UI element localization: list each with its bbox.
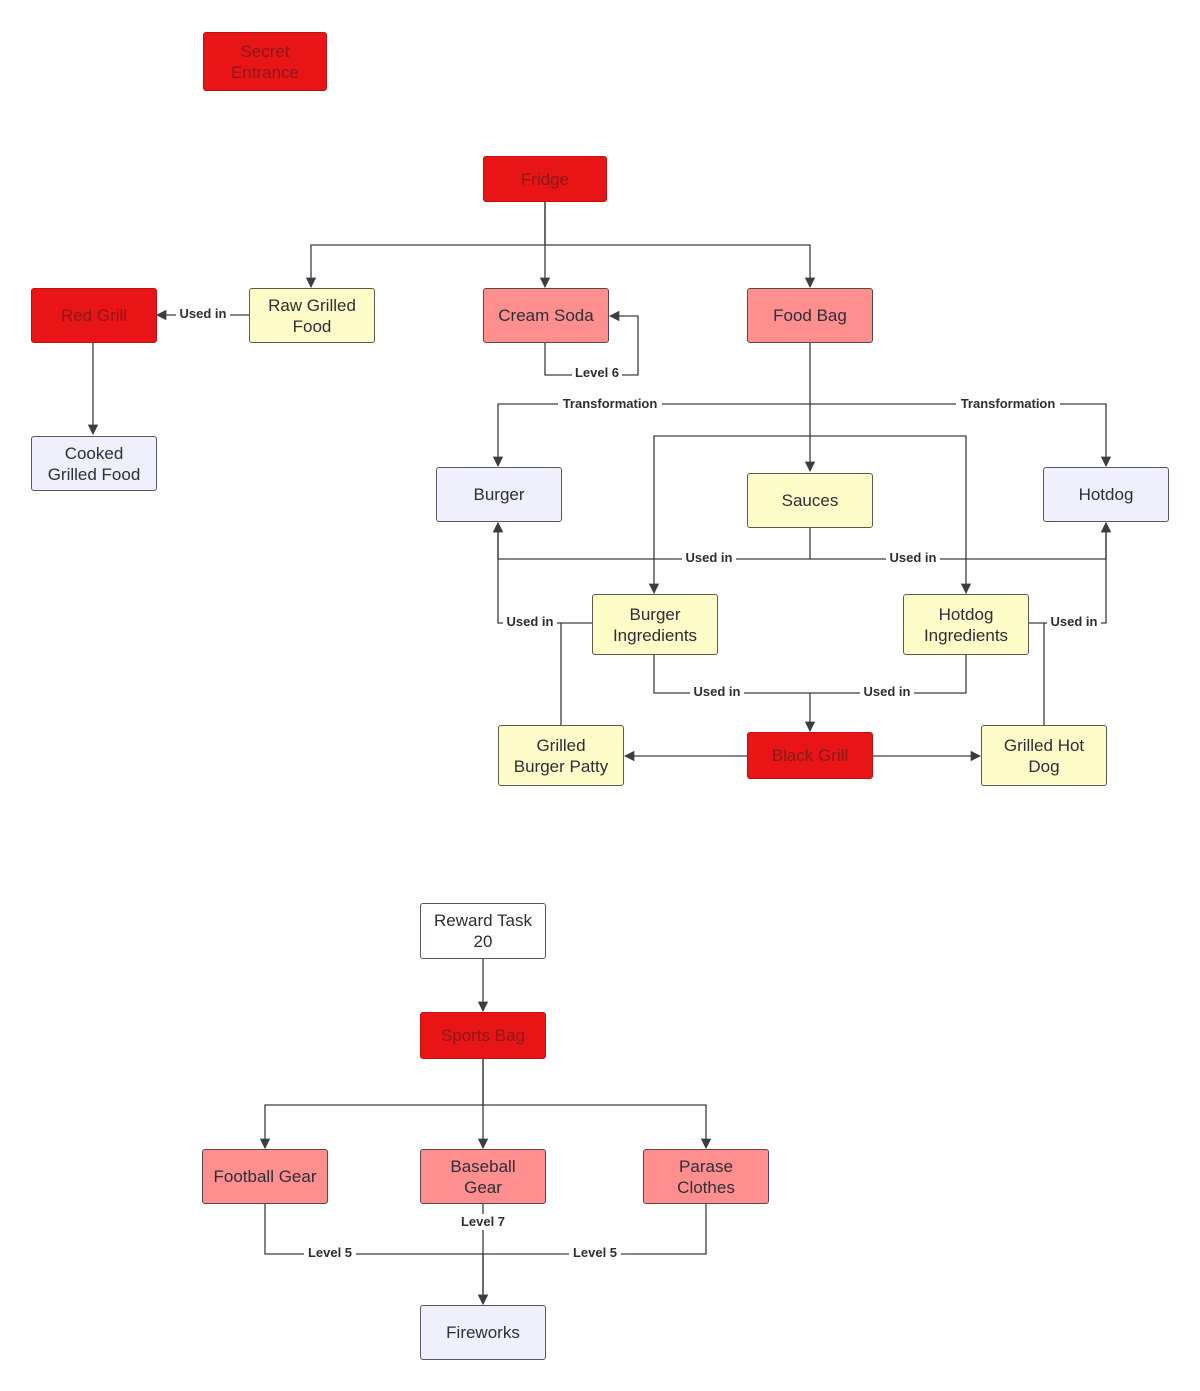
edge-label-used-in: Used in: [180, 306, 227, 321]
edge-parase-clothes-fireworks: [483, 1204, 707, 1255]
edge-sauces-hotdog: [810, 521, 1112, 560]
node-baseball-gear[interactable]: Baseball Gear: [420, 1149, 546, 1204]
edge-label-level-5-left: Level 5: [308, 1245, 352, 1260]
node-burger-ingredients[interactable]: Burger Ingredients: [592, 594, 718, 655]
edge-sports-bag-parase-clothes: [483, 1104, 712, 1150]
edge-hotdog-ingredients-hotdog: [1029, 521, 1112, 624]
edge-label-used-in-sauces-burger: Used in: [686, 550, 733, 565]
edge-food-bag-hotdog-ingredients: [810, 435, 972, 595]
node-sauces[interactable]: Sauces: [747, 473, 873, 528]
node-red-grill[interactable]: Red Grill: [31, 288, 157, 343]
node-black-grill[interactable]: Black Grill: [747, 732, 873, 779]
edge-label-used-in-black-grill-left: Used in: [694, 684, 741, 699]
node-football-gear[interactable]: Football Gear: [202, 1149, 328, 1204]
edge-label-level-5-right: Level 5: [573, 1245, 617, 1260]
edge-label-transformation-hotdog: Transformation: [961, 396, 1056, 411]
node-grilled-hot-dog[interactable]: Grilled Hot Dog: [981, 725, 1107, 786]
edge-burger-ingredients-burger: [492, 521, 592, 624]
edge-label-transformation-burger: Transformation: [563, 396, 658, 411]
edge-fridge-food-bag: [545, 244, 816, 289]
edge-label-used-in-black-grill-right: Used in: [864, 684, 911, 699]
node-hotdog[interactable]: Hotdog: [1043, 467, 1169, 522]
node-raw-grilled-food[interactable]: Raw Grilled Food: [249, 288, 375, 343]
edge-label-level-6: Level 6: [575, 365, 619, 380]
edge-fridge-raw-grilled-food: [305, 202, 546, 289]
edge-label-used-in-burger-ingredients: Used in: [507, 614, 554, 629]
node-reward-task[interactable]: Reward Task 20: [420, 903, 546, 959]
edge-label-level-7: Level 7: [461, 1214, 505, 1229]
edge-football-gear-fireworks: [264, 1204, 489, 1306]
edge-label-used-in-sauces-hotdog: Used in: [890, 550, 937, 565]
node-fireworks[interactable]: Fireworks: [420, 1305, 546, 1360]
edge-food-bag-hotdog: [810, 403, 1112, 468]
node-grilled-burger-patty[interactable]: Grilled Burger Patty: [498, 725, 624, 786]
node-sports-bag[interactable]: Sports Bag: [420, 1012, 546, 1059]
node-cooked-grilled-food[interactable]: Cooked Grilled Food: [31, 436, 157, 491]
node-burger[interactable]: Burger: [436, 467, 562, 522]
node-hotdog-ingredients[interactable]: Hotdog Ingredients: [903, 594, 1029, 655]
edge-sports-bag-football-gear: [259, 1059, 484, 1150]
node-food-bag[interactable]: Food Bag: [747, 288, 873, 343]
node-cream-soda[interactable]: Cream Soda: [483, 288, 609, 343]
node-parase-clothes[interactable]: Parase Clothes: [643, 1149, 769, 1204]
node-fridge[interactable]: Fridge: [483, 156, 607, 202]
edge-label-used-in-hotdog-ingredients: Used in: [1051, 614, 1098, 629]
edge-cream-soda-loop: [544, 310, 639, 376]
edge-food-bag-burger-ingredients: [648, 435, 810, 595]
node-secret-entrance[interactable]: Secret Entrance: [203, 32, 327, 91]
